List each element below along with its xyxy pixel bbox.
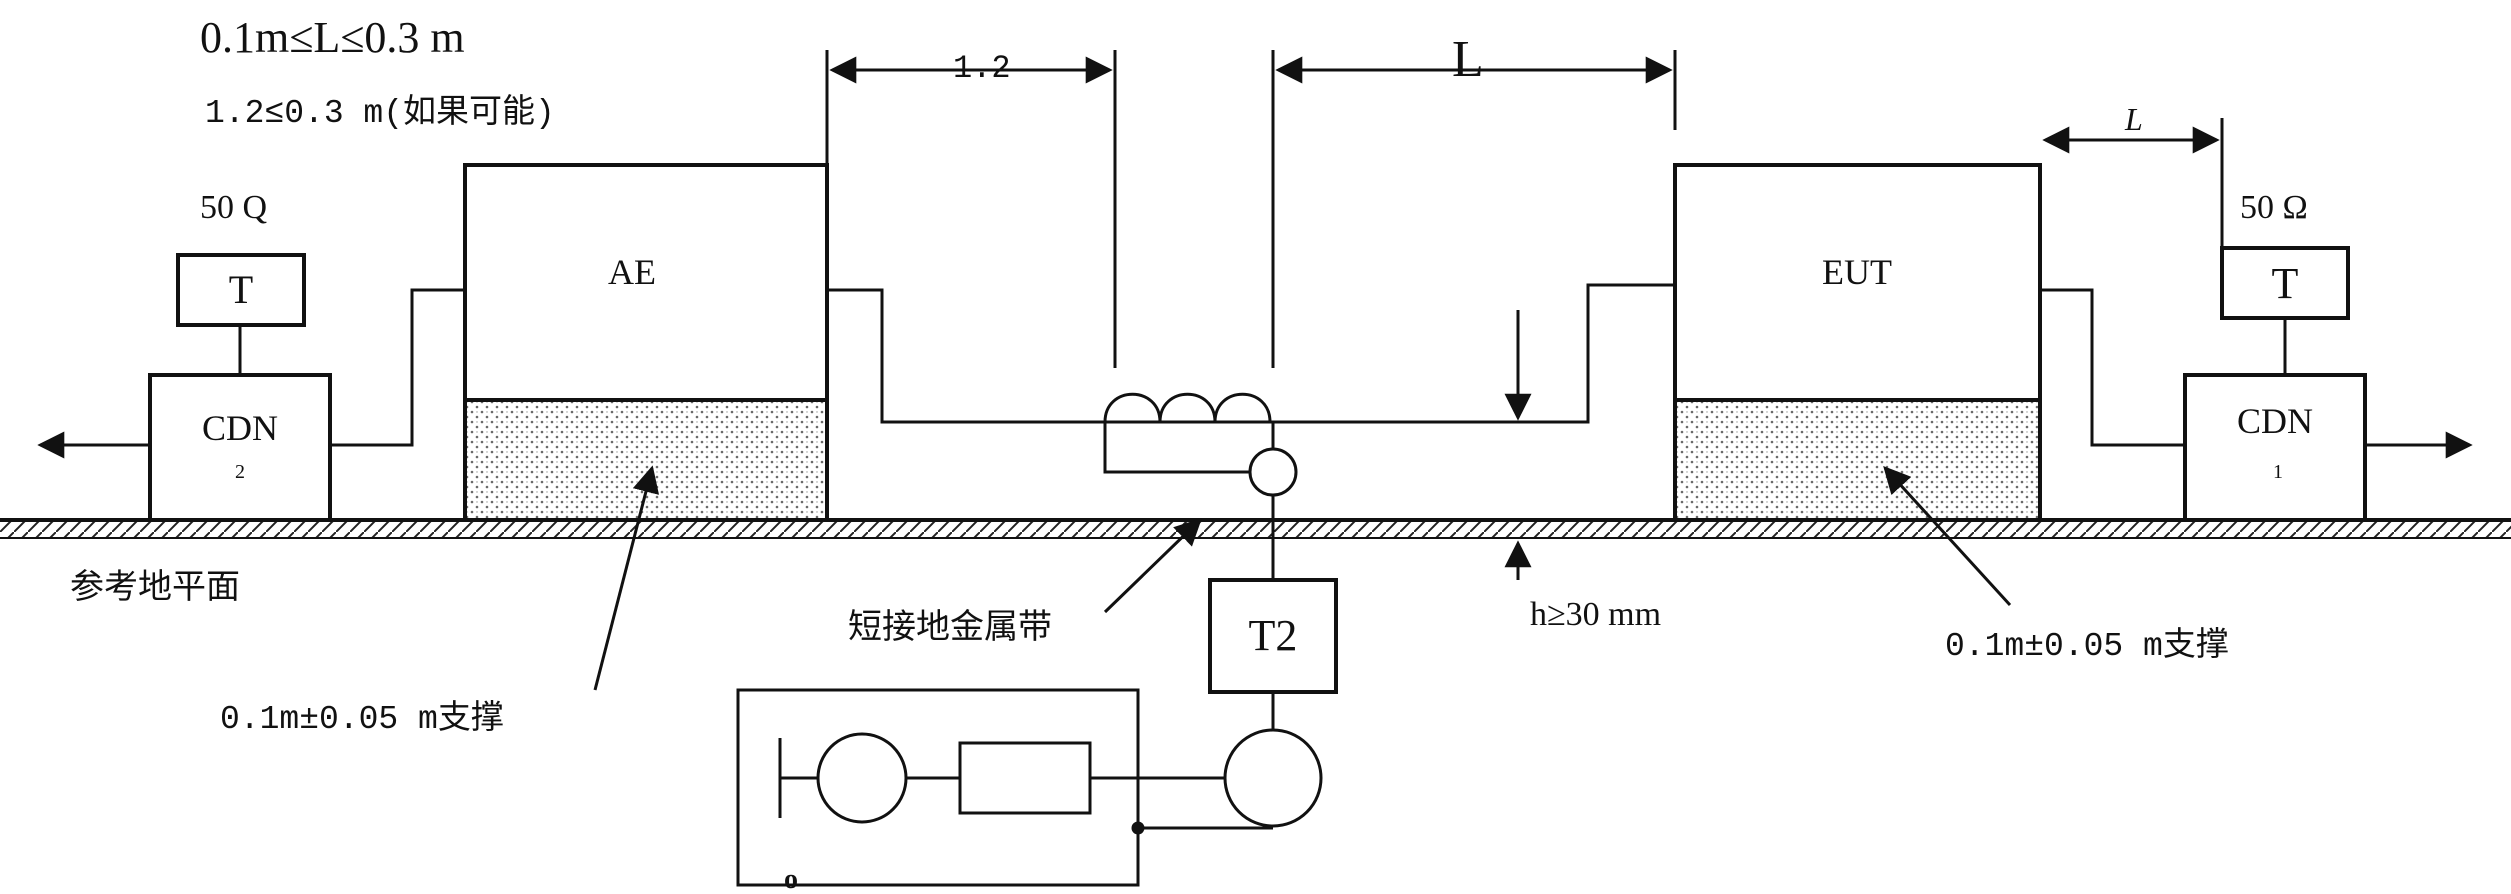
ae-label: AE: [608, 252, 656, 292]
formula-sub: 1.2≤0.3 m(如果可能): [205, 93, 555, 132]
cable-ae-eut: [827, 283, 1675, 424]
height-label: h≥30 mm: [1530, 596, 1661, 633]
support-left-label: 0.1m±0.05 m支撑: [220, 699, 504, 738]
t2-attenuator: [1208, 578, 1338, 828]
cdn-left-number: 2: [235, 461, 245, 483]
bottom-mark: o: [784, 864, 798, 894]
cdn-2-left: [37, 253, 332, 522]
cable-ae-cdn2: [330, 288, 465, 447]
ground-plane-label: 参考地平面: [70, 567, 240, 607]
reference-ground-plane: [0, 518, 2511, 539]
termination-right-label: 50 Ω: [2240, 189, 2308, 226]
t2-label: T2: [1249, 611, 1298, 660]
dimension-L-right: L: [2124, 101, 2143, 137]
injection-clamp: [1103, 392, 1298, 580]
cdn-right-label: CDN: [2237, 401, 2313, 441]
cdn-left-label: CDN: [202, 408, 278, 448]
cdn-right-number: 1: [2273, 461, 2283, 483]
leader-lines: [593, 465, 2012, 691]
short-strap-label: 短接地金属带: [848, 607, 1052, 647]
eut-label: EUT: [1822, 252, 1892, 292]
dimension-1-2: 1.2: [953, 50, 1011, 87]
cable-eut-cdn1: [2040, 288, 2185, 447]
formula-main: 0.1m≤L≤0.3 m: [200, 13, 465, 62]
rf-generator-box: [736, 688, 1273, 887]
dimension-L-top: L: [1452, 31, 1484, 88]
ae-unit: [463, 163, 829, 522]
support-right-label: 0.1m±0.05 m支撑: [1945, 626, 2229, 665]
cdn-1-right: [2183, 246, 2473, 522]
dimension-lines: [825, 50, 2224, 580]
t-right-label: T: [2272, 259, 2299, 308]
t-left-label: T: [229, 267, 253, 312]
termination-left-label: 50 Q: [200, 189, 267, 226]
eut-unit: [1673, 163, 2042, 522]
